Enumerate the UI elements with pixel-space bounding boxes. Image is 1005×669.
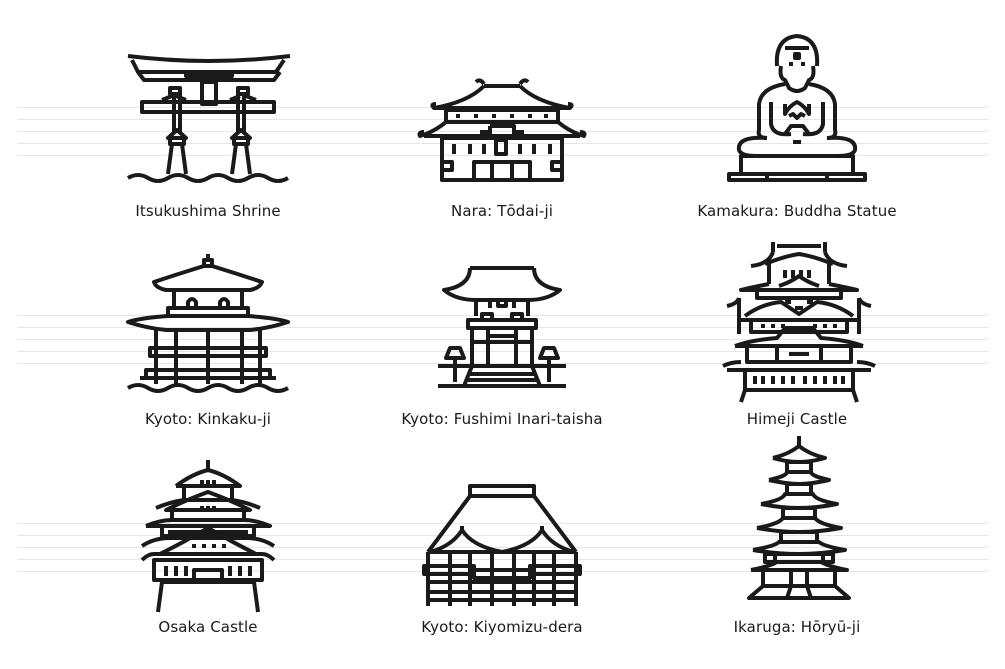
- guide-line: [17, 131, 988, 132]
- icon-tile-kyoto-kinkaku-ji: Kyoto: Kinkaku-ji: [58, 0, 358, 440]
- guide-line: [17, 143, 988, 144]
- icon-label: Osaka Castle: [158, 618, 258, 636]
- icon-label: Ikaruga: Hōryū-ji: [733, 618, 861, 636]
- golden-pavilion-icon: [126, 254, 290, 393]
- icon-label: Kamakura: Buddha Statue: [697, 202, 897, 220]
- icon-tile-himeji-castle: Himeji Castle: [647, 0, 947, 440]
- icon-tile-kyoto-fushimi-inari: Kyoto: Fushimi Inari-taisha: [352, 0, 652, 440]
- icon-tile-ikaruga-horyu-ji: Ikaruga: Hōryū-ji: [647, 0, 947, 650]
- icon-label: Nara: Tōdai-ji: [451, 202, 553, 220]
- icon-label: Kyoto: Fushimi Inari-taisha: [401, 410, 603, 428]
- guide-line: [17, 119, 988, 120]
- guide-line: [17, 523, 988, 524]
- pagoda-icon: [747, 436, 851, 600]
- guide-line: [17, 535, 988, 536]
- guide-line: [17, 351, 988, 352]
- icon-tile-kyoto-kiyomizu-dera: Kyoto: Kiyomizu-dera: [352, 0, 652, 650]
- icon-label: Itsukushima Shrine: [135, 202, 281, 220]
- guide-line: [17, 559, 988, 560]
- stage-temple-icon: [422, 484, 582, 606]
- guide-line: [17, 339, 988, 340]
- icon-label: Kyoto: Kinkaku-ji: [145, 410, 271, 428]
- torii-gate-icon: [126, 54, 291, 183]
- icon-tile-itsukushima-shrine: Itsukushima Shrine: [58, 0, 358, 230]
- castle-icon: [140, 460, 276, 613]
- guide-line: [17, 363, 988, 364]
- temple-hall-icon: [417, 78, 587, 182]
- icon-tile-osaka-castle: Osaka Castle: [58, 0, 358, 650]
- guide-line: [17, 315, 988, 316]
- shrine-gate-icon: [438, 266, 566, 388]
- icon-tile-kamakura-buddha: Kamakura: Buddha Statue: [647, 0, 947, 230]
- castle-icon: [722, 242, 876, 403]
- icon-tile-nara-todai-ji: Nara: Tōdai-ji: [352, 0, 652, 230]
- icon-label: Kyoto: Kiyomizu-dera: [421, 618, 583, 636]
- buddha-statue-icon: [727, 34, 867, 182]
- icon-label: Himeji Castle: [746, 410, 848, 428]
- guide-line: [17, 547, 988, 548]
